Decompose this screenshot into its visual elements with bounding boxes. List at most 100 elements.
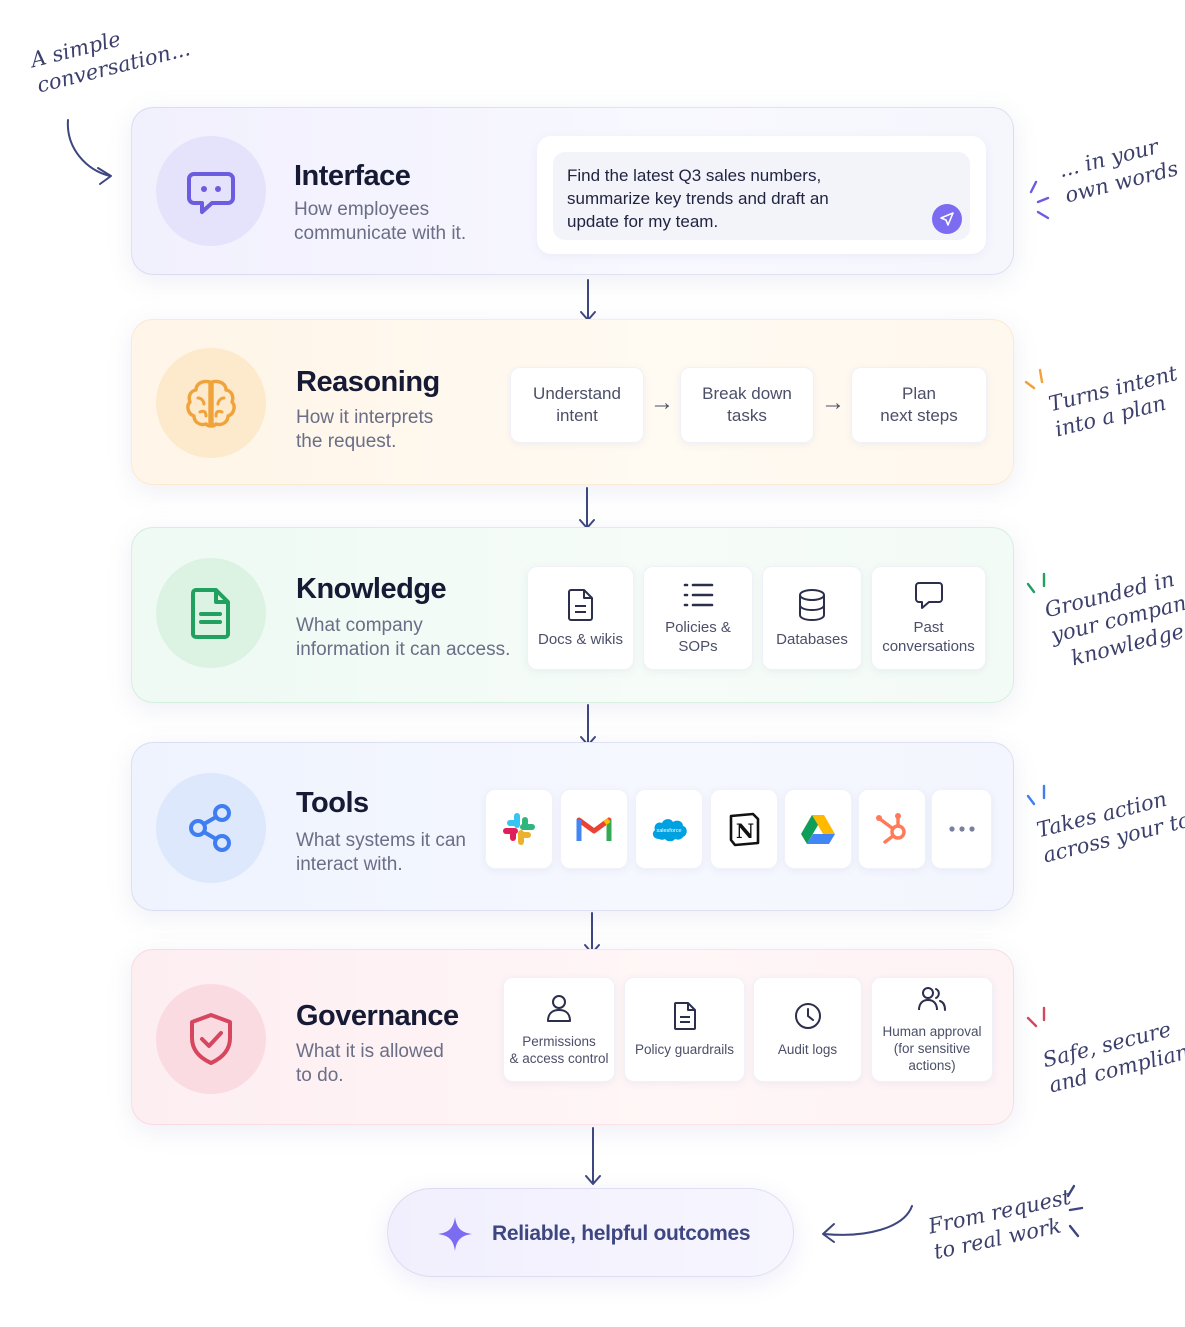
tool-hubspot[interactable] [858,789,926,869]
source-label: conversations [882,638,975,655]
governance-subtitle: What it is allowed to do. [296,1040,444,1088]
curved-arrow-left-icon [822,1205,913,1243]
tools-title: Tools [296,787,369,819]
control-label: Policy guardrails [634,1042,735,1057]
down-arrow-icon [580,279,596,321]
subtitle-line: to do. [296,1065,344,1086]
interface-subtitle: How employees communicate with it. [294,198,466,246]
source-label: Databases [776,630,848,648]
right-arrow-icon: → [821,389,845,416]
governance-control-approval: Human approval (for sensitive actions) [871,977,993,1082]
reasoning-subtitle: How it interprets the request. [296,406,433,454]
tool-salesforce[interactable]: salesforce [635,789,703,869]
step-label: Break down [702,384,792,403]
more-icon [948,826,975,832]
chat-box: Find the latest Q3 sales numbers, summar… [537,136,986,254]
knowledge-icon-circle [156,558,266,668]
step-label: Plan [901,384,937,403]
policy-doc-icon [673,1002,696,1030]
governance-control-audit: Audit logs [753,977,862,1082]
subtitle-line: information it can access. [296,639,511,660]
governance-title: Governance [296,1000,459,1032]
subtitle-line: How it interprets [296,407,434,428]
database-icon [799,588,825,621]
knowledge-title: Knowledge [296,573,447,605]
tools-subtitle: What systems it can interact with. [296,829,466,877]
control-label: & access control [509,1050,609,1066]
annotation-tools: Takes action across your tools [1034,774,1185,869]
interface-title: Interface [294,160,411,192]
tool-slack[interactable] [485,789,553,869]
reasoning-step-plan: Plan next steps [851,367,987,443]
salesforce-logo-text: salesforce [656,828,681,834]
interface-icon-circle [156,136,266,246]
tool-gmail[interactable] [560,789,628,869]
annotation-outcome: From request to real work [926,1184,1079,1265]
control-label: Permissions [522,1033,596,1049]
curved-arrow-icon [66,119,112,185]
brain-icon [186,379,236,428]
accent-marks-icon [1024,368,1044,390]
tools-icon-circle [156,773,266,883]
knowledge-source-databases: Databases [762,566,862,670]
users-icon [918,987,946,1011]
governance-panel: Governance What it is allowed to do. Per… [131,949,1014,1125]
knowledge-source-policies: Policies & SOPs [643,566,753,670]
tool-notion[interactable]: N [710,789,778,869]
accent-marks-icon [1026,1006,1046,1028]
outcome-text: Reliable, helpful outcomes [492,1222,751,1245]
user-icon [547,994,571,1022]
knowledge-source-docs: Docs & wikis [527,566,634,670]
accent-marks-icon [1026,572,1046,594]
hubspot-icon [876,813,906,844]
annotation-knowledge: Grounded in your company's knowledge [1042,558,1185,675]
tool-google-drive[interactable] [784,789,852,869]
step-label: next steps [880,406,958,425]
document-icon [567,588,593,621]
chat-input[interactable]: Find the latest Q3 sales numbers, summar… [553,152,970,240]
notion-icon: N [729,812,760,847]
step-label: tasks [727,406,767,425]
chat-message-icon [187,172,235,214]
governance-icon-circle [156,984,266,1094]
accent-marks-icon [1026,784,1046,806]
control-label: (for sensitive actions) [893,1041,971,1073]
knowledge-panel: Knowledge What company information it ca… [131,527,1014,703]
reasoning-step-breakdown: Break down tasks [680,367,814,443]
subtitle-line: the request. [296,431,397,452]
control-label: Audit logs [777,1042,838,1057]
source-label: Policies & SOPs [665,619,731,655]
knowledge-subtitle: What company information it can access. [296,614,510,662]
governance-control-policy: Policy guardrails [624,977,745,1082]
annotation-governance: Safe, secure and compliant [1040,1011,1185,1099]
chat-bubble-icon [914,582,943,609]
list-icon [683,583,714,607]
annotation-interface: ... in your own words [1056,130,1181,209]
share-nodes-icon [189,804,231,852]
chat-message: Find the latest Q3 sales numbers, summar… [567,166,829,231]
google-drive-icon [801,815,835,844]
reasoning-panel: Reasoning How it interprets the request.… [131,319,1014,485]
shield-check-icon [190,1013,232,1065]
interface-panel: Interface How employees communicate with… [131,107,1014,275]
salesforce-icon: salesforce [652,819,687,842]
tools-panel: Tools What systems it can interact with.… [131,742,1014,911]
down-arrow-icon [579,487,595,529]
subtitle-line: communicate with it. [294,223,467,244]
notion-logo-text: N [736,819,754,843]
accent-marks-icon [1066,1184,1084,1238]
annotation-reasoning: Turns intent into a plan [1046,360,1185,443]
down-arrow-icon [585,1127,601,1185]
send-button[interactable] [932,204,962,234]
tool-more[interactable] [931,789,992,869]
subtitle-line: interact with. [296,854,403,875]
control-label: Human approval [882,1024,982,1039]
subtitle-line: What systems it can [296,830,466,851]
clock-icon [794,1003,821,1029]
gmail-icon [576,817,612,841]
outcome-pill: Reliable, helpful outcomes [387,1188,794,1277]
slack-icon [503,813,535,845]
document-icon [191,588,230,639]
sparkle-icon [438,1217,472,1251]
source-label: Past [913,619,944,636]
